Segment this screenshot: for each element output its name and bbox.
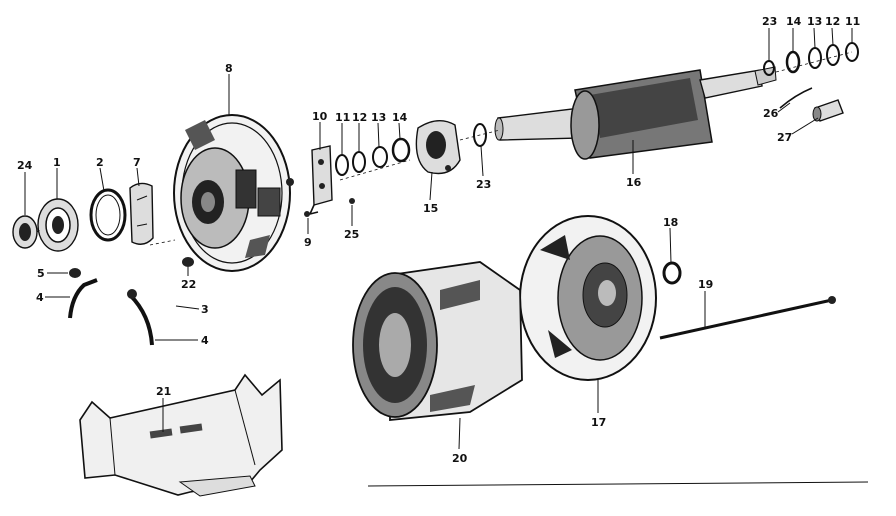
- washers-right-group: [763, 42, 859, 76]
- part-22-nut: [182, 257, 194, 267]
- part-25-screw: [349, 198, 355, 204]
- callout-8: 8: [225, 62, 233, 75]
- callout-15: 15: [423, 202, 438, 215]
- callout-11-left: 11: [335, 111, 350, 124]
- callout-5: 5: [37, 267, 45, 280]
- callout-2: 2: [96, 156, 104, 169]
- callout-17: 17: [591, 416, 606, 429]
- part-4-strap-right: [127, 289, 154, 346]
- callout-12-right: 12: [825, 15, 840, 28]
- part-21-base: [79, 373, 283, 497]
- callout-3: 3: [201, 303, 209, 316]
- callout-13-right: 13: [807, 15, 822, 28]
- part-9-screw: [304, 211, 310, 217]
- part-7-cover-plate: [129, 182, 154, 245]
- callout-25: 25: [344, 228, 359, 241]
- callout-14-left: 14: [392, 111, 408, 124]
- callout-12-left: 12: [352, 111, 367, 124]
- callout-labels: 24 1 2 7 8 10 11 12 13 14 15 23 16 23 14…: [17, 15, 860, 465]
- callout-19: 19: [698, 278, 713, 291]
- part-16-armature: [494, 66, 777, 160]
- part-23-snap-ring-left: [473, 123, 487, 147]
- callout-7: 7: [133, 156, 141, 169]
- part-8-end-bracket: [173, 114, 294, 272]
- part-27-sleeve: [812, 99, 844, 122]
- callout-24: 24: [17, 159, 33, 172]
- washers-left-group: [335, 137, 411, 176]
- assembly-leader-lines: [36, 51, 853, 246]
- callout-20: 20: [452, 452, 468, 465]
- callout-10: 10: [312, 110, 328, 123]
- callout-26: 26: [763, 107, 779, 120]
- callout-9: 9: [304, 236, 312, 249]
- part-15-brush-holder: [415, 120, 461, 175]
- part-4-strap-left: [68, 278, 98, 319]
- callout-23-left: 23: [476, 178, 491, 191]
- part-2-ring: [89, 188, 127, 242]
- callout-14-right: 14: [786, 15, 802, 28]
- callout-1: 1: [53, 156, 61, 169]
- part-20-stator-frame: [352, 261, 523, 421]
- part-17-end-shield: [519, 215, 657, 381]
- callout-leaders: [24, 27, 853, 450]
- callout-23-right: 23: [762, 15, 777, 28]
- part-18-washer: [662, 261, 682, 285]
- callout-4-left: 4: [36, 291, 44, 304]
- part-5-nut: [69, 268, 81, 278]
- callout-4-right: 4: [201, 334, 209, 347]
- part-26-wire: [779, 87, 813, 109]
- part-1-bearing-housing: [37, 198, 79, 252]
- callout-13-left: 13: [371, 111, 386, 124]
- callout-22: 22: [181, 278, 196, 291]
- callout-16: 16: [626, 176, 642, 189]
- callout-27: 27: [777, 131, 792, 144]
- part-10-brush-holder-plate: [308, 145, 333, 216]
- part-19-through-bolt: [659, 296, 836, 340]
- callout-11-right: 11: [845, 15, 860, 28]
- baseline-rule: [367, 481, 869, 487]
- callout-21: 21: [156, 385, 171, 398]
- callout-18: 18: [663, 216, 678, 229]
- part-24-cap: [12, 215, 38, 249]
